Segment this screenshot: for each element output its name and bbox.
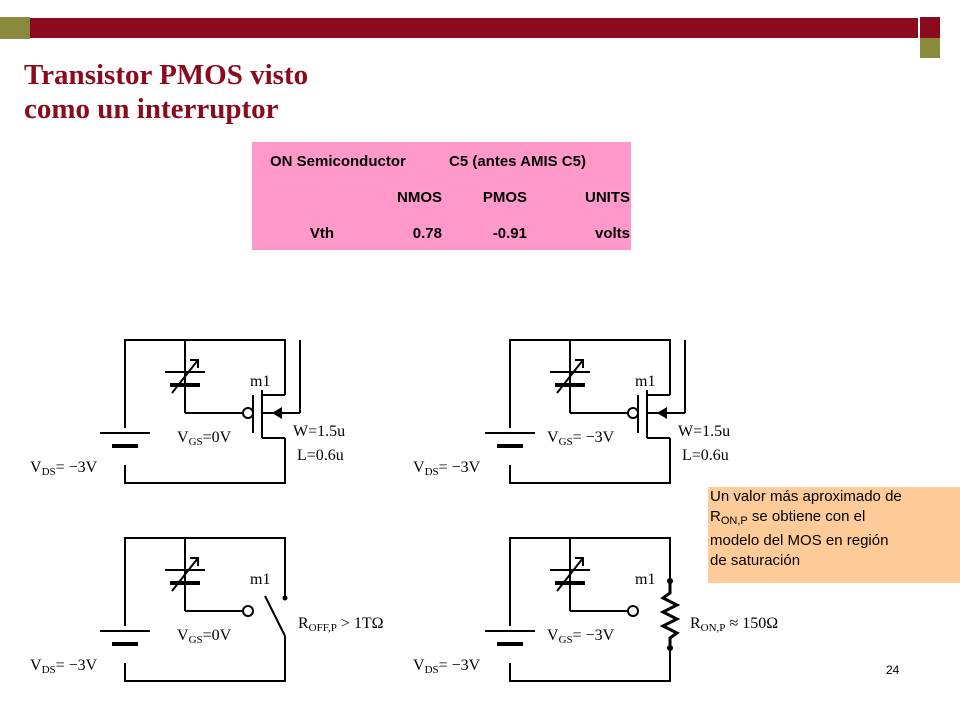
vgs-label: VGS= −3V <box>547 429 615 448</box>
width-label: W=1.5u <box>678 423 730 440</box>
title-line-1: Transistor PMOS visto <box>24 59 309 91</box>
table-cell: NMOS <box>397 189 442 206</box>
device-label: m1 <box>250 571 270 588</box>
device-label: m1 <box>635 571 655 588</box>
table-cell: ON Semiconductor <box>270 153 406 170</box>
note-box: Un valor más aproximado de RON,P se obti… <box>708 487 960 583</box>
vds-label: VDS= −3V <box>30 657 98 676</box>
header-bar-red <box>30 17 918 39</box>
note-line: RON,P se obtiene con el <box>710 508 866 527</box>
header-divider-bottom <box>30 38 918 40</box>
vgs-label: VGS=0V <box>177 627 232 646</box>
table-cell: volts <box>594 225 630 242</box>
circuit-top-left: m1 W=1.5u L=0.6u VGS=0V VDS= −3V <box>30 338 345 485</box>
length-label: L=0.6u <box>297 447 344 464</box>
table-cell: PMOS <box>482 189 527 206</box>
resistance-label: ROFF,P > 1TΩ <box>298 615 384 634</box>
gate-bubble-icon <box>242 407 254 419</box>
resistor-icon <box>659 581 681 648</box>
vgs-label: VGS= −3V <box>547 627 615 646</box>
header-square-olive <box>920 38 940 58</box>
circuit-top-right: m1 W=1.5u L=0.6u VGS= −3V VDS= −3V <box>413 338 730 485</box>
open-switch-icon <box>264 595 286 637</box>
table-cell: -0.91 <box>492 225 527 242</box>
circuit-bottom-left: m1 ROFF,P > 1TΩ VGS=0V VDS= −3V <box>30 536 384 683</box>
gate-bubble-icon <box>627 407 639 419</box>
table-cell: UNITS <box>585 189 630 206</box>
table-row: NMOS PMOS UNITS <box>252 180 631 216</box>
table-row: ON Semiconductor C5 (antes AMIS C5) <box>252 144 631 180</box>
table-cell: Vth <box>309 225 334 242</box>
header-divider-top <box>30 16 918 18</box>
gate-bubble-icon <box>627 605 639 617</box>
table-cell: 0.78 <box>412 225 442 242</box>
vds-label: VDS= −3V <box>30 459 98 478</box>
page-number: 24 <box>886 663 900 677</box>
gate-bubble-icon <box>242 605 254 617</box>
slide-title: Transistor PMOS visto como un interrupto… <box>24 58 308 126</box>
device-label: m1 <box>635 373 655 390</box>
vds-label: VDS= −3V <box>413 459 481 478</box>
vgs-label: VGS=0V <box>177 429 232 448</box>
title-line-2: como un interruptor <box>24 93 279 125</box>
table-cell: C5 (antes AMIS C5) <box>449 153 586 170</box>
table-row: Vth 0.78 -0.91 volts <box>252 216 631 252</box>
device-label: m1 <box>250 373 270 390</box>
resistance-label: RON,P ≈ 150Ω <box>690 615 778 634</box>
vds-label: VDS= −3V <box>413 657 481 676</box>
vth-table: ON Semiconductor C5 (antes AMIS C5) NMOS… <box>252 142 631 250</box>
circuit-bottom-right: m1 RON,P ≈ 150Ω VGS= −3V VDS= −3V <box>413 536 778 683</box>
note-line: Un valor más aproximado de <box>710 488 902 505</box>
length-label: L=0.6u <box>682 447 729 464</box>
note-line: modelo del MOS en región <box>710 532 889 549</box>
width-label: W=1.5u <box>293 423 345 440</box>
note-line: de saturación <box>710 552 801 569</box>
header-square-red <box>920 17 940 39</box>
